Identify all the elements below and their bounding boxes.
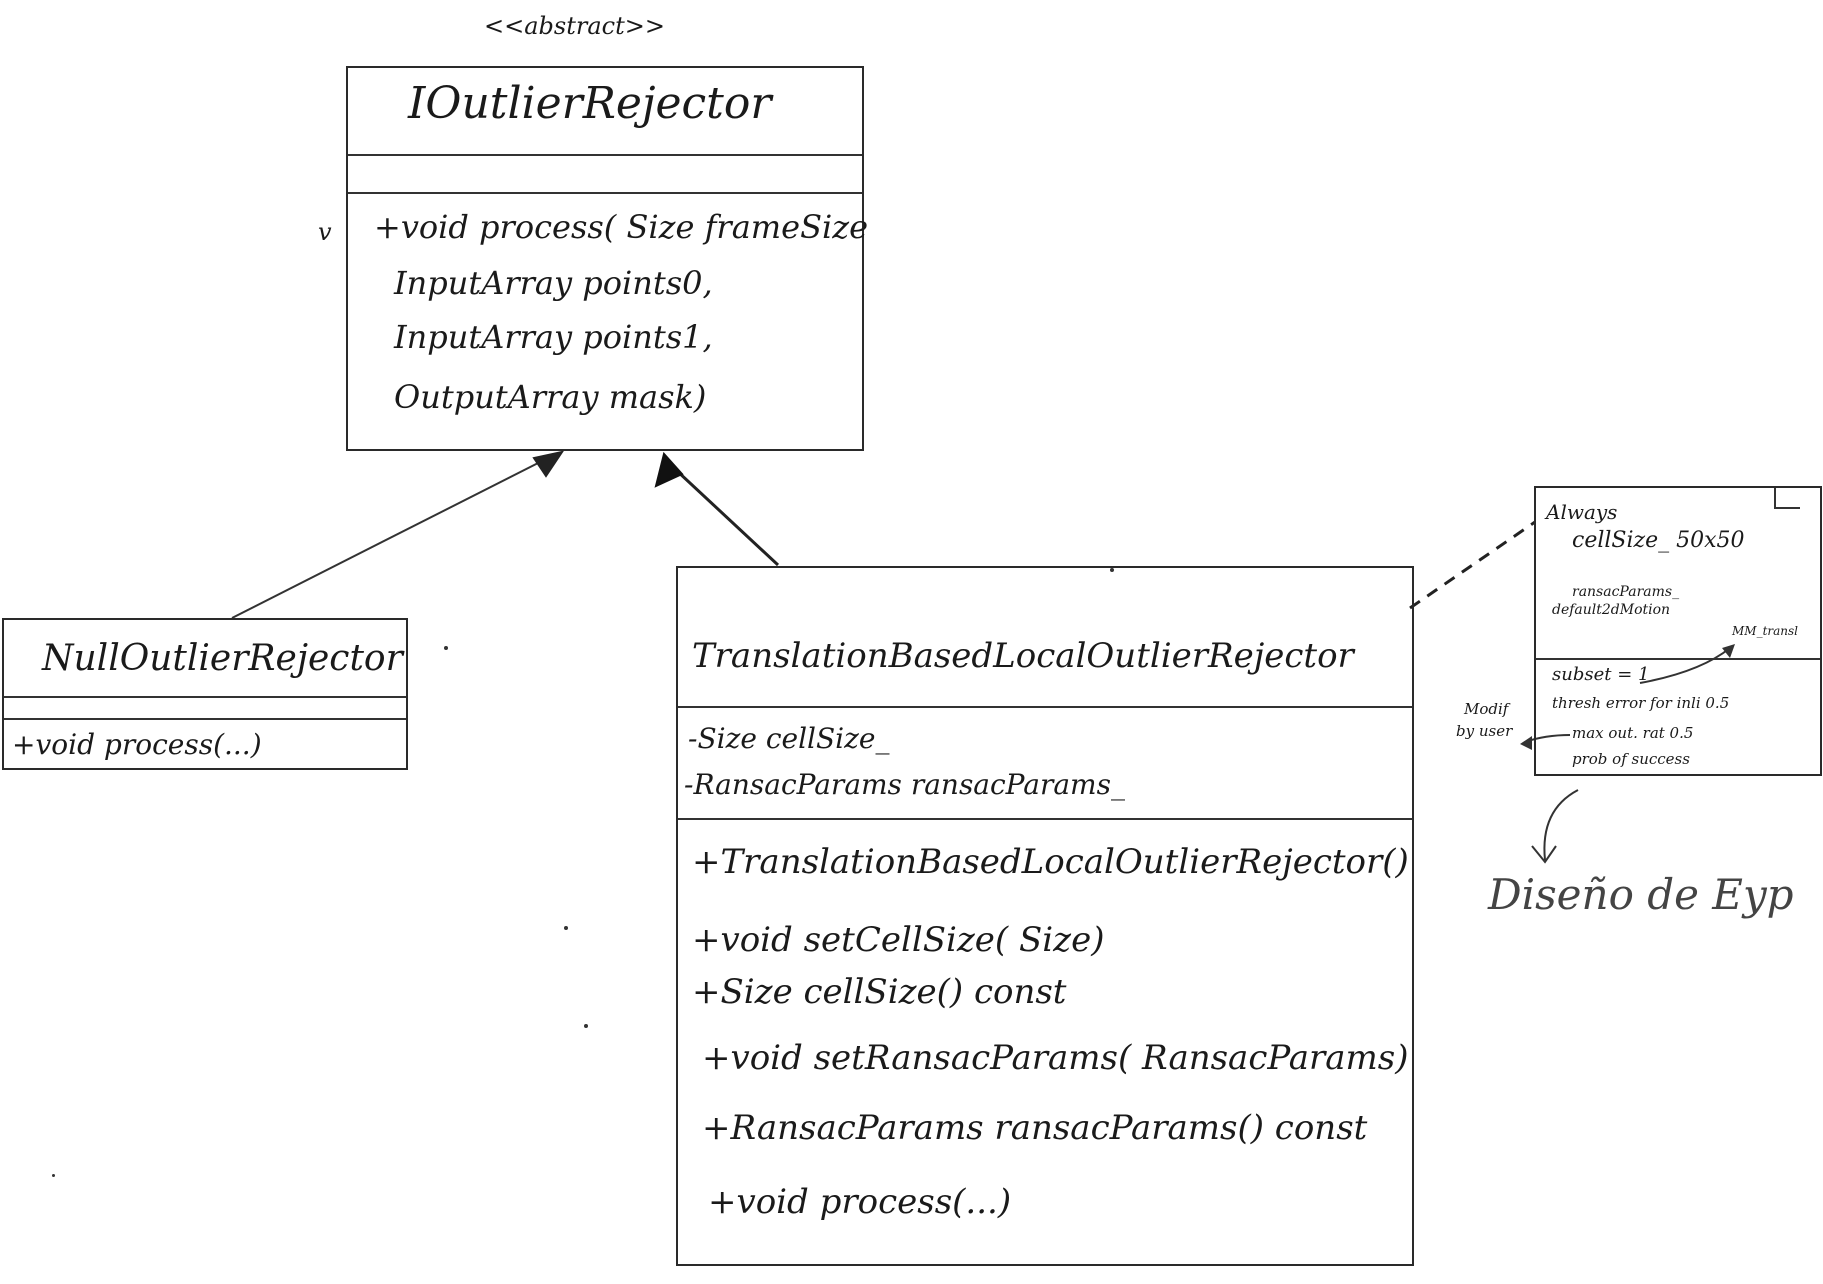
inheritance-line-translation: [674, 468, 780, 567]
note-line: ransacParams_: [1572, 584, 1680, 600]
attribute-line: -RansacParams ransacParams_: [684, 768, 1125, 801]
note-line: prob of success: [1572, 750, 1690, 768]
class-name-null-outlier-rejector: NullOutlierRejector: [42, 638, 403, 679]
method-line: +void setCellSize( Size): [692, 920, 1105, 960]
attribute-line: -Size cellSize_: [688, 722, 890, 755]
note-mm-label: MM_transl: [1732, 624, 1799, 638]
mm-arrowhead: [1722, 644, 1735, 658]
method-line: +void setRansacParams( RansacParams): [702, 1038, 1409, 1078]
method-line: InputArray points0,: [394, 264, 713, 302]
note-connector-dashed: [1409, 520, 1536, 610]
stray-dot: [1110, 568, 1114, 572]
method-line: +TranslationBasedLocalOutlierRejector(): [692, 842, 1409, 882]
footer-handwritten-text: Diseño de Eyp: [1488, 870, 1794, 919]
method-divider: [678, 818, 1412, 820]
inheritance-arrowhead-null: [532, 450, 565, 478]
prob-arrowhead: [1531, 845, 1557, 864]
modif-by-user-label: by user: [1456, 722, 1513, 740]
note-line: Always: [1546, 500, 1618, 524]
method-divider: [348, 192, 862, 194]
class-translation-based-local-outlier-rejector: TranslationBasedLocalOutlierRejector -Si…: [676, 566, 1414, 1266]
method-line: +void process(...): [708, 1182, 1012, 1222]
stray-dot: [444, 646, 448, 650]
note-line: default2dMotion: [1552, 602, 1671, 618]
method-line: +Size cellSize() const: [692, 972, 1067, 1012]
modif-arrowhead: [1520, 736, 1532, 750]
stereotype-label: <<abstract>>: [484, 12, 665, 40]
method-line: +RansacParams ransacParams() const: [702, 1108, 1368, 1148]
class-name-i-outlier-rejector: IOutlierRejector: [408, 78, 772, 129]
attribute-divider: [4, 696, 406, 698]
method-line: +void process(...): [12, 728, 262, 761]
note-line: max out. rat 0.5: [1572, 724, 1694, 742]
note-box: Always cellSize_ 50x50 ransacParams_ def…: [1534, 486, 1822, 776]
stray-dot: [584, 1024, 588, 1028]
mm-arrow: [1639, 647, 1731, 684]
class-name-translation-rejector: TranslationBasedLocalOutlierRejector: [692, 636, 1354, 676]
note-fold-corner: [1774, 486, 1800, 509]
note-line: cellSize_ 50x50: [1572, 528, 1745, 553]
note-divider: [1536, 658, 1820, 660]
attribute-divider: [678, 706, 1412, 708]
class-i-outlier-rejector: IOutlierRejector +void process( Size fra…: [346, 66, 868, 451]
method-line: OutputArray mask): [394, 378, 707, 416]
stray-dot: [564, 926, 568, 930]
modif-by-user-label: Modif: [1464, 700, 1509, 718]
inheritance-line-null: [231, 457, 549, 619]
method-divider: [4, 718, 406, 720]
inheritance-arrowhead-translation: [654, 451, 684, 488]
method-line: +void process( Size frameSize: [374, 208, 869, 246]
method-line: InputArray points1,: [394, 318, 713, 356]
prob-arrow: [1543, 789, 1579, 861]
margin-mark: v: [318, 218, 332, 246]
note-line: thresh error for inli 0.5: [1552, 694, 1730, 712]
note-line: subset = 1: [1552, 664, 1650, 685]
stray-dot: [52, 1174, 55, 1177]
class-null-outlier-rejector: NullOutlierRejector +void process(...): [2, 618, 408, 770]
attribute-divider: [348, 154, 862, 156]
